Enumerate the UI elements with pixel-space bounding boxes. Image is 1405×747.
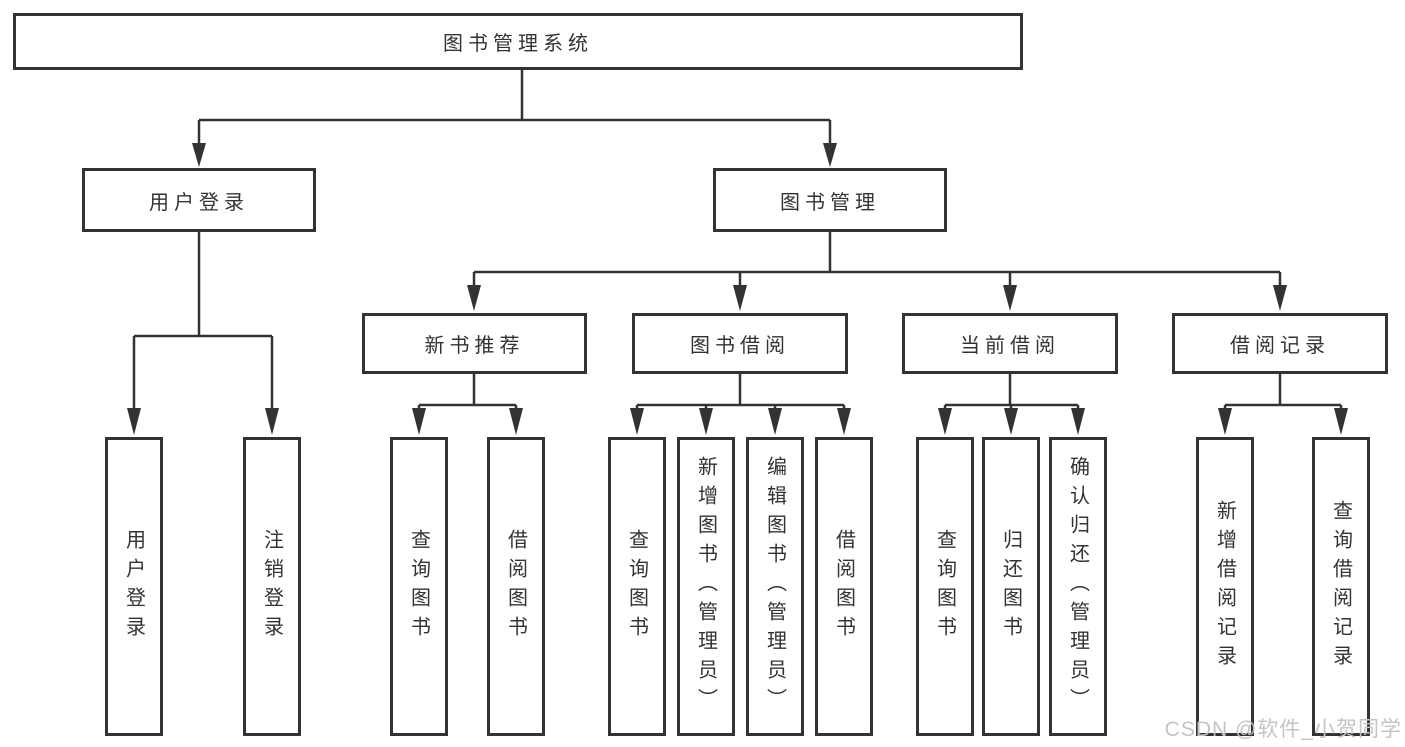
node-user-login-leaf: 用户登录: [105, 437, 163, 736]
node-add-borrow-record: 新增借阅记录: [1196, 437, 1254, 736]
node-borrow-books-recommend: 借阅图书: [487, 437, 545, 736]
node-book-borrowing: 图书借阅: [632, 313, 848, 374]
node-book-management: 图书管理: [713, 168, 947, 232]
node-borrowing-records: 借阅记录: [1172, 313, 1388, 374]
node-query-borrow-record: 查询借阅记录: [1312, 437, 1370, 736]
watermark: CSDN @软件_小贺同学: [1164, 718, 1402, 741]
node-library-management-system: 图书管理系统: [13, 13, 1023, 70]
node-logout-leaf: 注销登录: [243, 437, 301, 736]
node-current-borrowing: 当前借阅: [902, 313, 1118, 374]
node-confirm-return-admin: 确认归还（管理员）: [1049, 437, 1107, 736]
node-add-books-admin: 新增图书（管理员）: [677, 437, 735, 736]
node-query-books-borrowing: 查询图书: [608, 437, 666, 736]
node-edit-books-admin: 编辑图书（管理员）: [746, 437, 804, 736]
node-query-books-current: 查询图书: [916, 437, 974, 736]
node-new-book-recommendation: 新书推荐: [362, 313, 587, 374]
node-query-books-recommend: 查询图书: [390, 437, 448, 736]
node-borrow-books-borrowing: 借阅图书: [815, 437, 873, 736]
node-user-login: 用户登录: [82, 168, 316, 232]
node-return-books: 归还图书: [982, 437, 1040, 736]
